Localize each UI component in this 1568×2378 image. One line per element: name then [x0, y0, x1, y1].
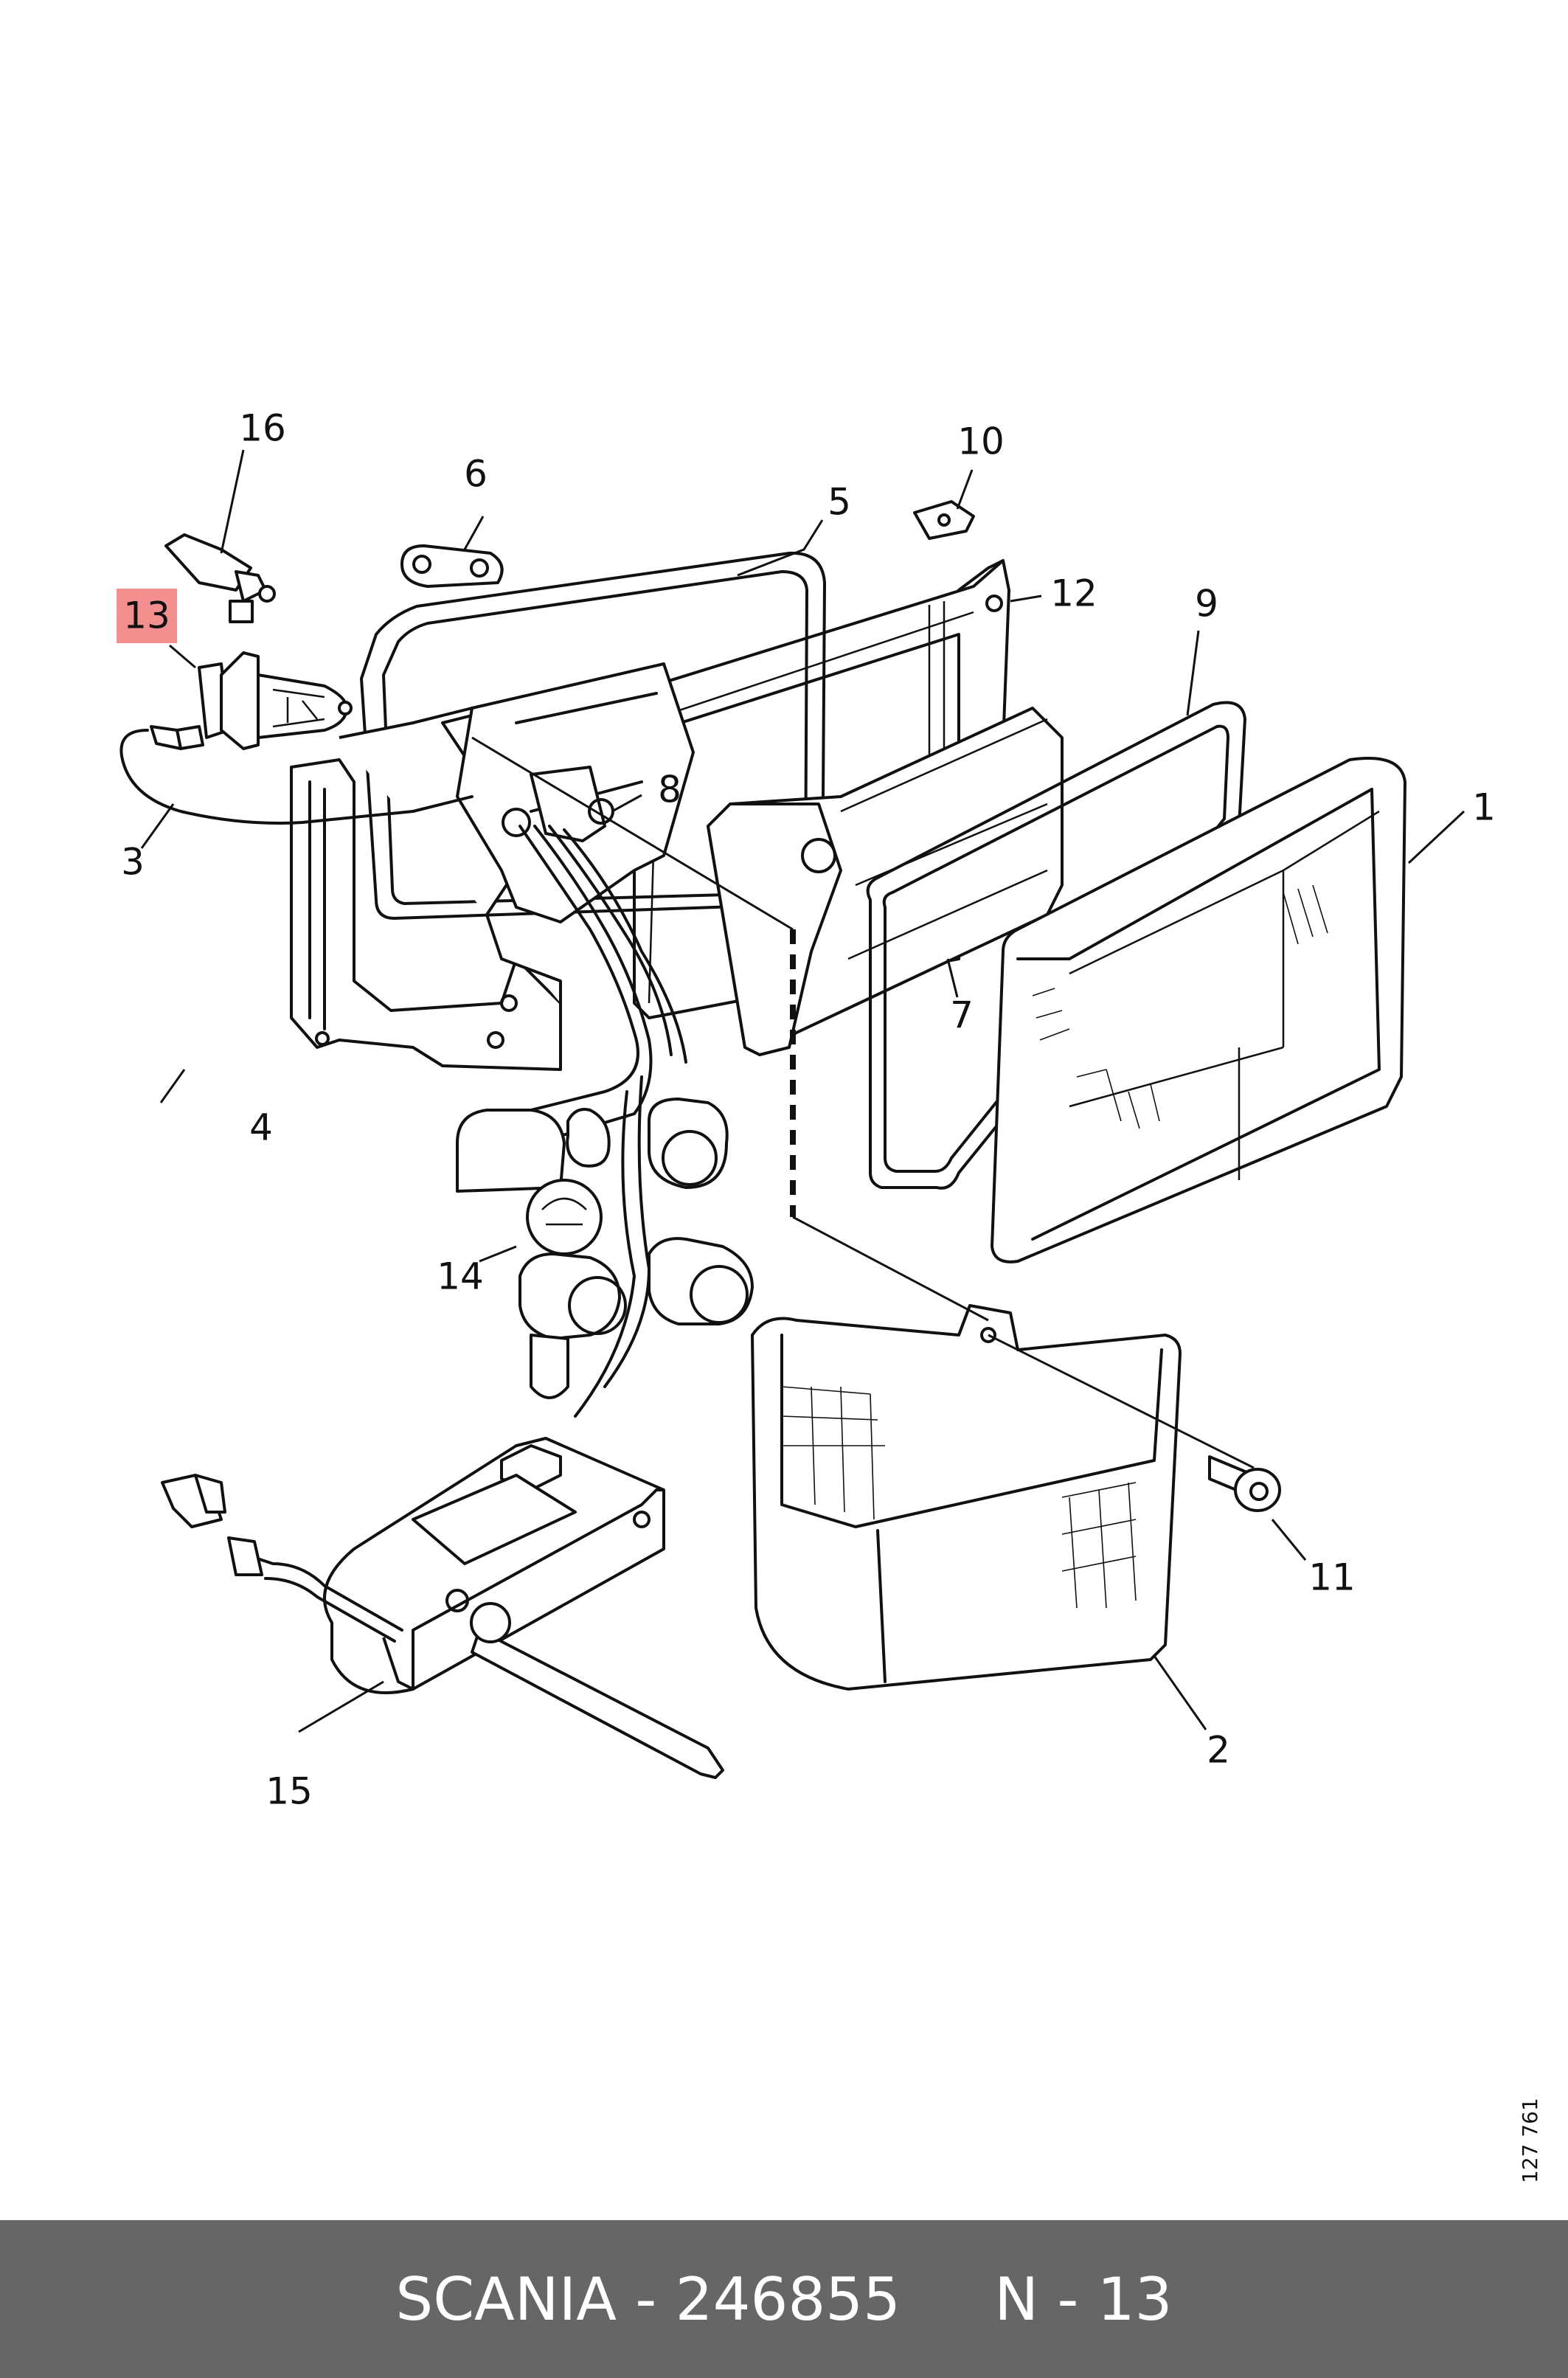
- part-11-screw: [1208, 1455, 1281, 1512]
- callout-7: 7: [950, 994, 974, 1037]
- callout-4: 4: [249, 1106, 273, 1149]
- part-13-halogen-bulb: [198, 651, 353, 750]
- part-14-bulb-harness: [456, 825, 754, 1418]
- alignment-thin-lines: [471, 736, 1255, 1469]
- callout-14: 14: [437, 1255, 484, 1298]
- callout-10: 10: [957, 420, 1005, 463]
- callout-labels: 1 2 3 4 5 6 7 8 9 10 11 12 13 14 15 16: [121, 407, 1496, 1813]
- part-2-indicator-lens: [751, 1304, 1182, 1691]
- catalog-number: 127 761: [1518, 2098, 1542, 2183]
- callout-1: 1: [1472, 786, 1496, 829]
- highlight-box-13: [117, 589, 177, 643]
- part-5-gasket: [360, 551, 826, 920]
- callout-11: 11: [1308, 1556, 1356, 1599]
- part-3-wire-connector: [119, 725, 473, 825]
- callout-3: 3: [121, 841, 145, 884]
- part-10-clip: [913, 500, 975, 540]
- footer-bar: SCANIA - 246855 N - 13: [0, 2220, 1568, 2378]
- callout-16: 16: [239, 407, 286, 450]
- callout-5: 5: [828, 481, 851, 524]
- exploded-parts-diagram: 1 2 3 4 5 6 7 8 9 10 11 12 13 14 15 16: [117, 407, 1496, 1813]
- part-16-bulb-socket: [164, 533, 276, 623]
- callout-12: 12: [1050, 572, 1097, 615]
- central-housing-body: [456, 662, 695, 923]
- callout-15: 15: [266, 1770, 313, 1813]
- callout-8: 8: [658, 769, 681, 811]
- part-6-clip: [400, 544, 504, 588]
- callout-2: 2: [1207, 1729, 1230, 1772]
- part-15-leveling-motor: [161, 1437, 724, 1779]
- callout-6: 6: [464, 453, 488, 496]
- callout-9: 9: [1195, 583, 1218, 625]
- part-1-headlamp-lens: [991, 757, 1406, 1263]
- footer-part-reference: SCANIA - 246855 N - 13: [395, 2264, 1173, 2334]
- part-8-reflector-housing: [707, 707, 1064, 1056]
- leader-lines: [140, 449, 1465, 1733]
- callout-13: 13: [123, 594, 170, 637]
